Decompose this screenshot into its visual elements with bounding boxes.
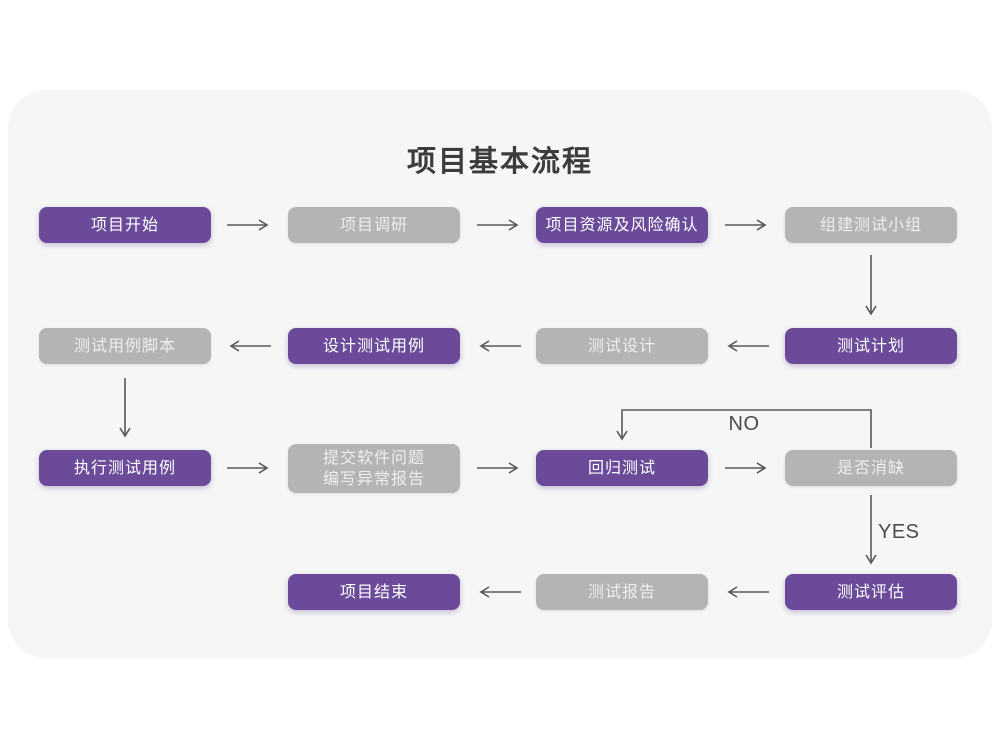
node-defect-resolved: 是否消缺 — [785, 450, 957, 486]
node-test-plan: 测试计划 — [785, 328, 957, 364]
node-project-research: 项目调研 — [288, 207, 460, 243]
node-test-evaluation: 测试评估 — [785, 574, 957, 610]
node-test-report: 测试报告 — [536, 574, 708, 610]
branch-label-no: NO — [728, 413, 760, 435]
node-design-test-cases: 设计测试用例 — [288, 328, 460, 364]
node-project-start: 项目开始 — [39, 207, 211, 243]
page-title: 项目基本流程 — [406, 146, 593, 178]
node-build-test-team: 组建测试小组 — [785, 207, 957, 243]
flowchart-card — [8, 90, 992, 658]
node-test-case-script: 测试用例脚本 — [39, 328, 211, 364]
node-test-design: 测试设计 — [536, 328, 708, 364]
node-submit-issues-report: 提交软件问题 编写异常报告 — [288, 444, 460, 493]
node-regression-test: 回归测试 — [536, 450, 708, 486]
node-execute-test-cases: 执行测试用例 — [39, 450, 211, 486]
node-project-end: 项目结束 — [288, 574, 460, 610]
node-resources-risk-confirm: 项目资源及风险确认 — [536, 207, 708, 243]
branch-label-yes: YES — [878, 521, 920, 543]
